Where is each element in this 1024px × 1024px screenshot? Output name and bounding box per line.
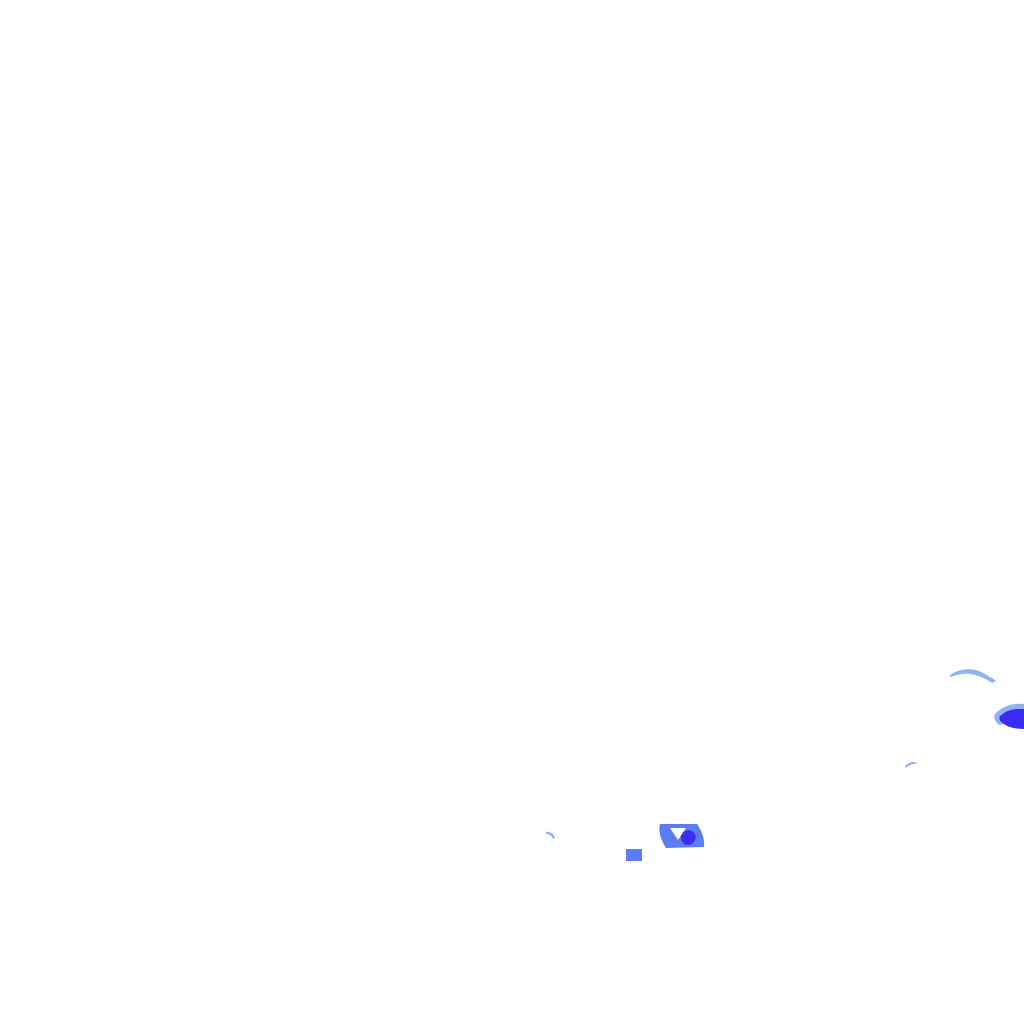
echo-arc-north xyxy=(950,669,996,683)
echo-cell-east xyxy=(999,708,1024,729)
echo-speck-1 xyxy=(905,762,917,768)
echo-halo-east xyxy=(994,703,1024,725)
echo-block-south xyxy=(626,849,642,861)
echo-speck-2 xyxy=(546,831,555,839)
echo-cluster-hole xyxy=(670,828,686,840)
echo-cluster-core xyxy=(680,830,696,845)
